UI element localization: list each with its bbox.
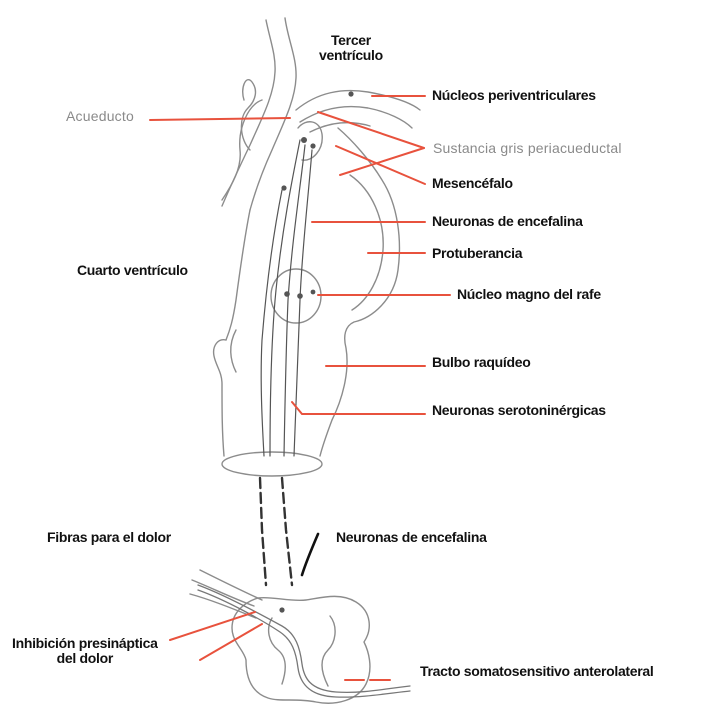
spinal-tract-right: [282, 478, 292, 585]
pons-anterior-surface: [350, 175, 383, 310]
spinal-cord-section: [190, 570, 370, 703]
label-inhibicion-presinaptica: Inhibición presináptica del dolor: [12, 636, 158, 666]
pain-fibre-line-1: [198, 585, 410, 692]
pag-neuron-2: [310, 143, 315, 148]
tract-mid-2: [294, 150, 312, 456]
raphe-neuron-2: [297, 293, 303, 299]
label-neuronas-serotoninergicas: Neuronas serotoninérgicas: [432, 403, 606, 418]
third-ventricle-right-wall: [250, 18, 296, 210]
label-neuronas-encefalina-spinal: Neuronas de encefalina: [336, 530, 487, 545]
spinal-neuron: [279, 607, 284, 612]
pag-neuron-3: [281, 185, 286, 190]
left-cortex-curl: [241, 80, 255, 150]
leader-serot: [292, 402, 425, 414]
label-nucleos-periventriculares: Núcleos periventriculares: [432, 88, 596, 103]
label-bulbo-raquideo: Bulbo raquídeo: [432, 355, 530, 370]
label-tercer-ventriculo: Tercer ventrículo: [319, 33, 383, 63]
fourth-ventricle-inner: [231, 330, 236, 372]
spinal-encephalin-fibre: [302, 534, 318, 575]
label-fibras-dolor: Fibras para el dolor: [47, 530, 171, 545]
neuron-tracts: [260, 140, 312, 585]
label-protuberancia: Protuberancia: [432, 246, 522, 261]
dorsal-root-fibre-1: [192, 580, 254, 606]
tract-right: [261, 190, 282, 456]
dorsal-root-fibre-3: [200, 570, 262, 600]
periventricular-neuron: [348, 91, 353, 96]
label-sustancia-gris: Sustancia gris periacueductal: [433, 141, 622, 156]
brainstem-left-edge: [226, 210, 250, 340]
spinal-tract-left: [260, 478, 266, 585]
label-neuronas-encefalina: Neuronas de encefalina: [432, 214, 583, 229]
left-cortex-lobe: [222, 100, 262, 200]
label-mesencefalo: Mesencéfalo: [432, 176, 513, 191]
label-acueducto: Acueducto: [66, 109, 134, 124]
leader-sustancia-1: [318, 112, 424, 148]
pag-neuron-1: [301, 137, 307, 143]
grey-matter-left: [269, 618, 286, 684]
label-tracto-somatosensitivo: Tracto somatosensitivo anterolateral: [420, 664, 654, 679]
label-cuarto-ventriculo: Cuarto ventrículo: [77, 263, 188, 278]
tract-mid-1: [284, 145, 305, 456]
leader-acueducto: [150, 118, 290, 120]
raphe-neuron-3: [311, 290, 316, 295]
label-nucleo-magno-rafe: Núcleo magno del rafe: [457, 287, 601, 302]
fourth-ventricle-bump: [214, 340, 226, 456]
raphe-magnus-oval: [271, 269, 321, 323]
leader-inhibicion-1: [200, 624, 262, 660]
raphe-neuron-1: [284, 291, 290, 297]
brainstem-right-edge: [320, 128, 399, 456]
medulla-cross-section: [222, 452, 322, 476]
brainstem-outline: [214, 18, 420, 476]
grey-matter-right: [322, 616, 335, 686]
